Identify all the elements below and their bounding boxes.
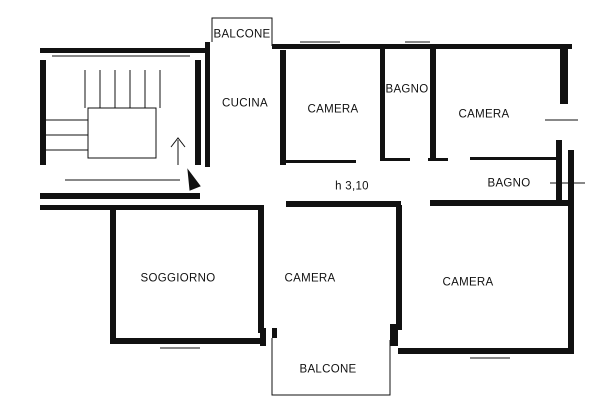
stair-arrow-head — [170, 137, 186, 148]
wall-top-mid — [272, 44, 572, 49]
wall-corridor-bottom-a — [286, 201, 401, 207]
room-label-camera-4: CAMERA — [442, 276, 494, 289]
room-label-soggiorno: SOGGIORNO — [140, 272, 216, 285]
room-label-bagno-1: BAGNO — [385, 83, 429, 96]
wall-corridor-top-b — [380, 158, 410, 161]
wall-bagno2-right — [556, 140, 562, 200]
wall-corridor-bottom-b — [430, 200, 570, 206]
wall-cucina-right — [280, 50, 286, 165]
room-label-camera-2: CAMERA — [458, 108, 510, 121]
room-label-bagno-2: BAGNO — [487, 177, 531, 190]
wall-right — [568, 150, 574, 354]
wall-bagno1-left — [380, 48, 385, 160]
wall-soggiorno-top — [40, 205, 260, 210]
room-label-balcone-top: BALCONE — [213, 28, 271, 41]
wall-bottom-mid — [260, 328, 266, 346]
door-swing — [187, 168, 201, 191]
wall-bottom-balcony-right — [390, 324, 398, 346]
room-label-balcone-bottom: BALCONE — [299, 363, 357, 376]
wall-stair-bottom — [40, 193, 200, 199]
wall-camera3-left — [258, 205, 264, 333]
wall-bottom-right — [398, 348, 573, 354]
wall-stair-right — [195, 60, 201, 165]
wall-top-kitchen-left — [205, 42, 210, 167]
wall-bottom-balcony-left — [272, 328, 277, 338]
wall-bagno2-top — [470, 157, 558, 160]
stair-well — [87, 107, 157, 159]
balcony-bottom-outline — [271, 338, 391, 396]
room-label-cucina: CUCINA — [222, 97, 268, 110]
wall-top-right — [560, 44, 568, 104]
wall-corridor-top-a — [286, 160, 356, 163]
room-label-camera-1: CAMERA — [307, 103, 359, 116]
wall-stair-left — [40, 60, 46, 165]
wall-top-left — [40, 48, 205, 53]
wall-corridor-top-c — [428, 158, 448, 161]
wall-bagno1-right — [430, 48, 436, 160]
wall-camera4-left — [396, 205, 402, 330]
wall-soggiorno-left — [110, 205, 116, 340]
ceiling-height-label: h 3,10 — [335, 180, 369, 193]
balcony-top-outline — [211, 17, 273, 46]
room-label-camera-3: CAMERA — [284, 272, 336, 285]
wall-bottom-left — [110, 338, 265, 344]
